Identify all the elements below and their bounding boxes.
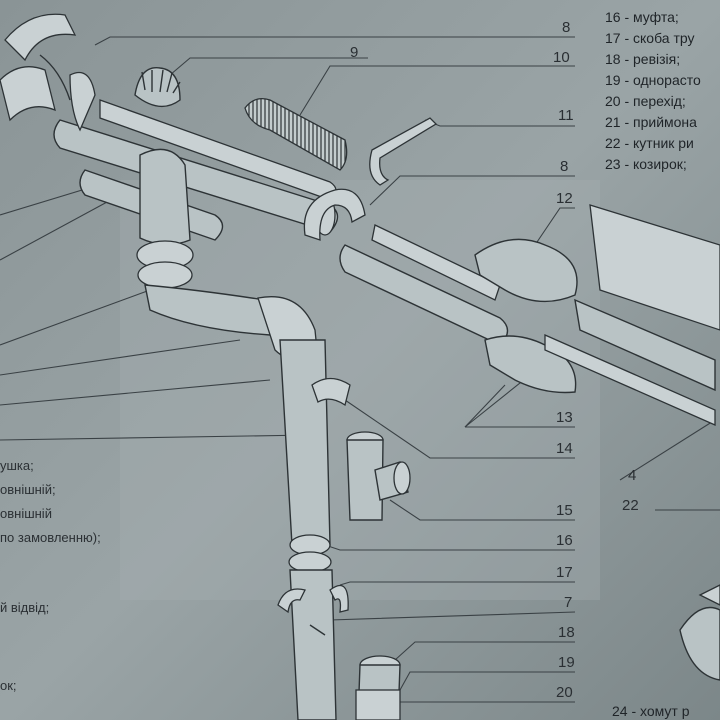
callout-c13: 13 [556,409,573,426]
legend-right-item: 22 - кутник ри [605,135,694,151]
gutter-bracket-top-left [0,13,96,132]
callout-c22: 22 [622,497,639,514]
legend-left-item: овнішній [0,506,52,521]
callout-c17: 17 [556,564,573,581]
pipe-clamp-17 [277,584,349,636]
gutter-bracket-8 [303,188,366,241]
callout-c11: 11 [558,107,574,124]
callout-c15: 15 [556,502,573,519]
callout-c20: 20 [556,684,573,701]
legend-left: ушка; овнішній; овнішній по замовленню); й в… [0,458,101,693]
callout-c8a: 8 [562,19,570,36]
legend-right-item: 23 - козирок; [605,156,687,172]
gutter-hook-11 [369,117,438,186]
callout-c14: 14 [556,440,573,457]
legend-left-item: по замовленню); [0,530,101,545]
gutter-right [339,204,720,426]
leaf-guard-mesh [244,97,348,171]
revision-fitting [355,655,401,720]
callout-c9: 9 [350,44,358,61]
callout-numbers: 8 9 10 11 8 12 13 14 4 22 15 16 17 7 18 19 20 [350,19,639,701]
gutter-upper [53,99,339,236]
callout-c18: 18 [558,624,575,641]
callout-c19: 19 [558,654,575,671]
tee-branch-15 [346,431,411,521]
callout-c10: 10 [553,49,570,66]
legend-left-item: ок; [0,678,17,693]
legend-right-item: 19 - однорасто [605,72,701,88]
callout-c4: 4 [628,467,636,484]
legend-bottom: 24 - хомут р [612,703,690,719]
callout-c16: 16 [556,532,573,549]
callout-c7: 7 [564,594,572,611]
callout-c8b: 8 [560,158,568,175]
legend-right-item: 20 - перехід; [605,93,686,109]
gutter-bracket-24 [679,584,720,681]
legend-left-item: й відвід; [0,600,49,615]
legend-left-item: ушка; [0,458,34,473]
legend-right-item: 16 - муфта; [605,9,679,25]
legend-right: 16 - муфта; 17 - скоба тру 18 - ревізія; 19… [605,9,701,172]
callout-c12: 12 [556,190,573,207]
pipe-clamp-14 [311,377,351,407]
legend-right-item: 17 - скоба тру [605,30,695,46]
legend-right-item: 18 - ревізія; [605,51,680,67]
gutter-end-cap-9 [134,67,181,108]
legend-left-item: овнішній; [0,482,56,497]
legend-right-item: 21 - приймона [605,114,697,130]
